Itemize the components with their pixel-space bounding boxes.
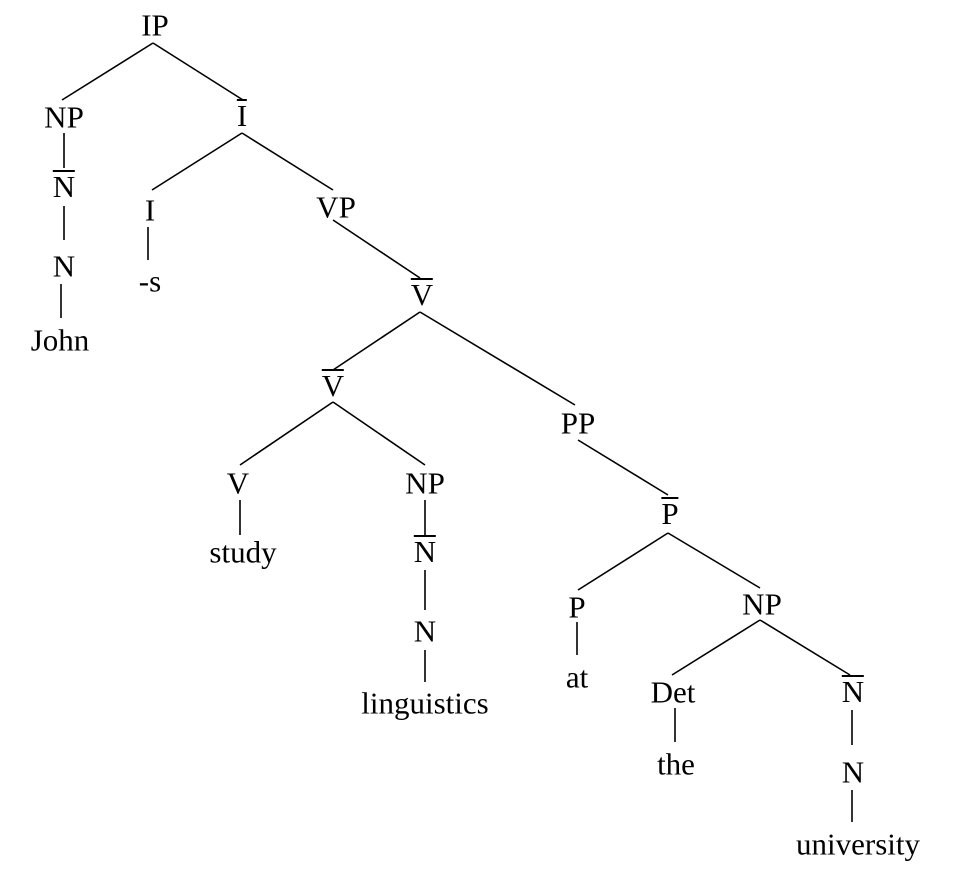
node-label: at [565, 659, 589, 695]
tree-node-i: I [145, 195, 155, 226]
edge [239, 401, 334, 466]
tree-node-linguistics: linguistics [361, 688, 488, 719]
tree-node-the: the [657, 749, 695, 780]
tree-node-john: John [31, 325, 90, 356]
tree-node-vp: VP [316, 192, 356, 223]
node-label: John [30, 322, 90, 358]
node-label: linguistics [361, 685, 489, 721]
node-label: I [236, 98, 248, 133]
tree-node-pbar: P [661, 496, 679, 531]
edge [332, 219, 421, 279]
edge [152, 42, 244, 101]
node-label: N [841, 754, 865, 790]
node-label: N [841, 674, 865, 709]
node-label: VP [316, 189, 356, 225]
node-label: study [209, 534, 277, 570]
tree-node-np3: NP [742, 589, 782, 620]
edge [759, 619, 851, 676]
node-label: Det [650, 674, 696, 710]
node-label: V [321, 368, 345, 403]
tree-node-np1: NP [44, 102, 84, 133]
edge [241, 132, 334, 191]
tree-node-n3: N [842, 757, 864, 788]
edge [151, 132, 243, 191]
tree-node-nbar3: N [841, 674, 865, 709]
tree-node-s: -s [139, 266, 161, 297]
node-label: IP [141, 7, 169, 43]
tree-node-det: Det [651, 677, 696, 708]
node-label: P [568, 589, 586, 625]
tree-node-ibar: I [236, 98, 248, 133]
tree-node-pp: PP [561, 408, 595, 439]
tree-node-vbar2: V [321, 368, 345, 403]
tree-node-n2: N [414, 616, 436, 647]
node-label: NP [742, 586, 782, 622]
tree-node-nbar2: N [413, 534, 437, 569]
node-label: V [226, 465, 250, 501]
tree-node-ip: IP [141, 10, 169, 41]
node-label: I [144, 192, 156, 228]
node-label: the [657, 746, 695, 782]
node-label: -s [138, 263, 162, 299]
node-label: N [413, 613, 437, 649]
edge [419, 311, 576, 406]
tree-node-vbar1: V [410, 277, 434, 312]
edge [667, 532, 761, 589]
node-label: V [410, 277, 434, 312]
node-label: NP [44, 99, 84, 135]
tree-node-university: university [796, 829, 920, 860]
node-label: N [52, 248, 76, 284]
tree-node-study: study [209, 537, 276, 568]
edge [577, 532, 669, 591]
tree-node-v: V [227, 468, 249, 499]
node-label: N [413, 534, 437, 569]
node-label: PP [560, 405, 596, 441]
tree-node-n1: N [53, 251, 75, 282]
edge [577, 439, 669, 496]
edge [332, 311, 421, 371]
node-label: university [796, 826, 920, 862]
node-label: P [661, 496, 679, 531]
tree-node-p: P [568, 592, 585, 623]
tree-node-nbar1: N [52, 169, 76, 204]
edge [671, 619, 761, 676]
edge [332, 401, 426, 466]
node-label: N [52, 169, 76, 204]
tree-node-at: at [566, 662, 588, 693]
node-label: NP [405, 465, 445, 501]
edge [61, 42, 154, 101]
tree-node-np2: NP [405, 468, 445, 499]
